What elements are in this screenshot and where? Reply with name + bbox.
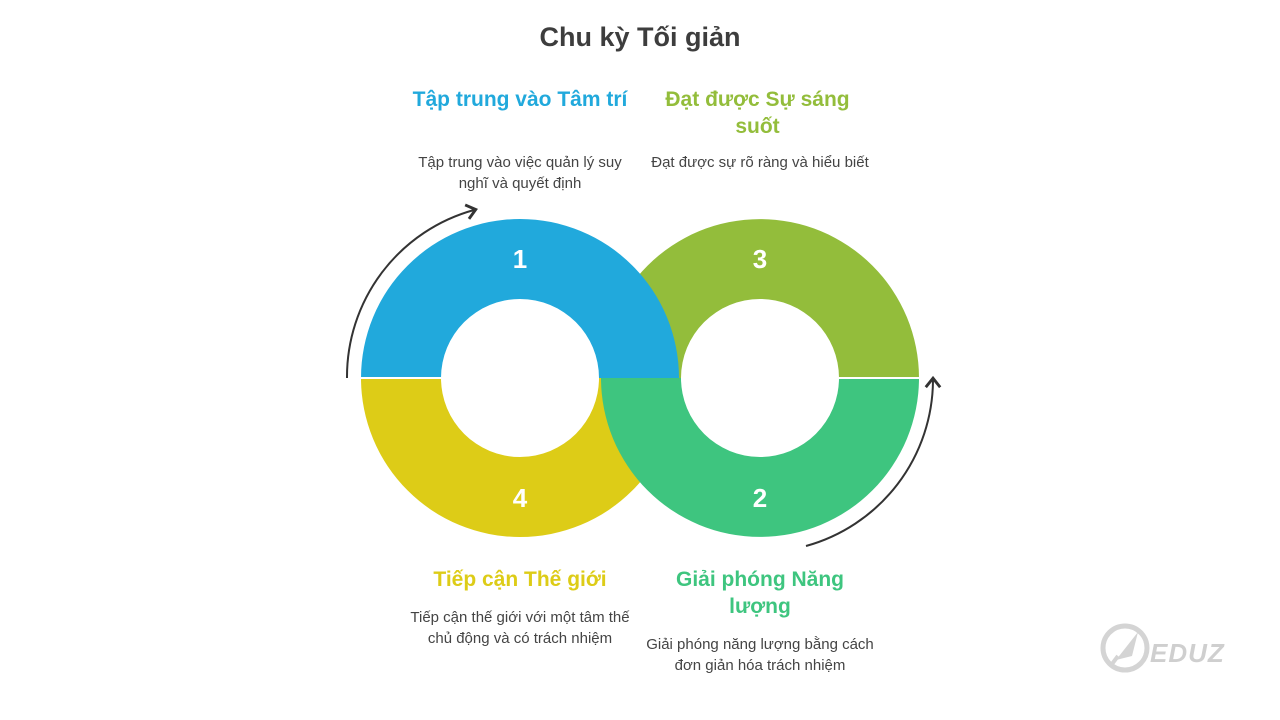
eduz-logo bbox=[1100, 623, 1150, 673]
step-2-title: Giải phóng Năng lượng bbox=[676, 568, 844, 618]
segment-2 bbox=[601, 378, 919, 537]
step-number-4: 4 bbox=[513, 483, 528, 513]
rocket-icon bbox=[1100, 623, 1150, 673]
step-4-title: Tiếp cận Thế giới bbox=[433, 568, 607, 591]
step-number-3: 3 bbox=[753, 244, 767, 274]
step-3-description: Đạt được sự rõ ràng và hiểu biết bbox=[651, 154, 869, 171]
step-1-title: Tập trung vào Tâm trí bbox=[412, 88, 628, 111]
curved-arrow-icon bbox=[345, 203, 478, 379]
segment-4 bbox=[361, 378, 679, 537]
step-3-title: Đạt được Sự sáng suốt bbox=[665, 88, 850, 138]
step-number-1: 1 bbox=[513, 244, 527, 274]
diagram-title: Chu kỳ Tối giản bbox=[539, 22, 741, 52]
step-2-description: Giải phóng năng lượng bằng cách đơn giản… bbox=[646, 636, 874, 674]
step-1-description: Tập trung vào việc quản lý suy nghĩ và q… bbox=[418, 154, 622, 192]
curved-arrow-icon bbox=[805, 375, 942, 547]
step-4-description: Tiếp cận thế giới với một tâm thế chủ độ… bbox=[410, 609, 630, 647]
segment-3 bbox=[601, 219, 919, 378]
step-number-2: 2 bbox=[753, 483, 767, 513]
segment-1 bbox=[361, 219, 679, 378]
logo-text: EDUZ bbox=[1150, 638, 1225, 668]
